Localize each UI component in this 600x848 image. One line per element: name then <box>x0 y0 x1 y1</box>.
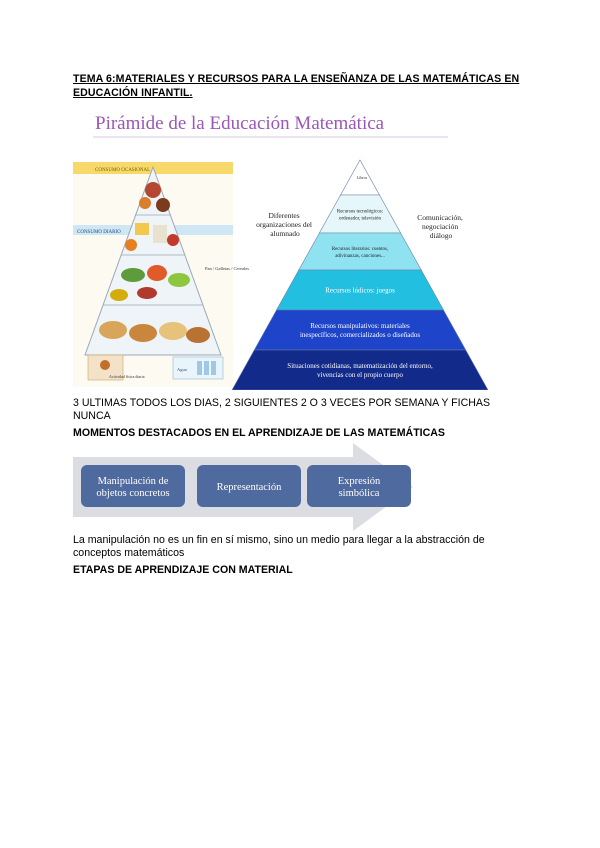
flow-step-3-box <box>307 465 411 507</box>
pyramid-level-6-label: Situaciones cotidianas, matematización d… <box>287 362 433 379</box>
pyramid-figure-svg: Pirámide de la Educación Matemática CONS… <box>73 113 489 391</box>
flow-step-1-box <box>81 465 185 507</box>
frequency-note: 3 ULTIMAS TODOS LOS DIAS, 2 SIGUIENTES 2… <box>73 397 491 422</box>
page-title: TEMA 6:MATERIALES Y RECURSOS PARA LA ENS… <box>73 73 520 99</box>
pyramid-level-4-label: Recursos lúdicos: juegos <box>325 286 395 294</box>
left-side-label: Diferentes organizaciones del alumnado <box>256 211 314 238</box>
water-label: Agua <box>177 367 187 372</box>
food-pyramid-image: CONSUMO OCASIONAL CONSUMO DIARIO <box>73 162 249 387</box>
pyramid-level-1-label: Libros <box>357 175 368 180</box>
pyramid-level-3-label: Recursos literarios: cuentos,adivinanzas… <box>332 247 389 259</box>
right-side-label: Comunicación, negociación diálogo <box>417 213 465 240</box>
flow-step-2-label: Representación <box>217 482 282 493</box>
stages-heading: ETAPAS DE APRENDIZAJE CON MATERIAL <box>73 564 293 576</box>
pyramid-figure: Pirámide de la Educación Matemática CONS… <box>73 105 489 391</box>
manipulation-note: La manipulación no es un fin en sí mismo… <box>73 534 485 559</box>
daily-label: CONSUMO DIARIO <box>77 230 121 235</box>
food-note: Pan / Galletas / Cereales <box>205 266 249 271</box>
flow-step-2-box <box>197 465 301 507</box>
pyramid-level-2-label: Recursos tecnológicos:ordenador, televis… <box>337 209 383 221</box>
occasional-label: CONSUMO OCASIONAL <box>95 168 150 173</box>
pyramid-figure-title: Pirámide de la Educación Matemática <box>95 113 385 134</box>
moments-heading: MOMENTOS DESTACADOS EN EL APRENDIZAJE DE… <box>73 427 445 439</box>
activity-label: Actividad física diaria <box>109 374 145 379</box>
